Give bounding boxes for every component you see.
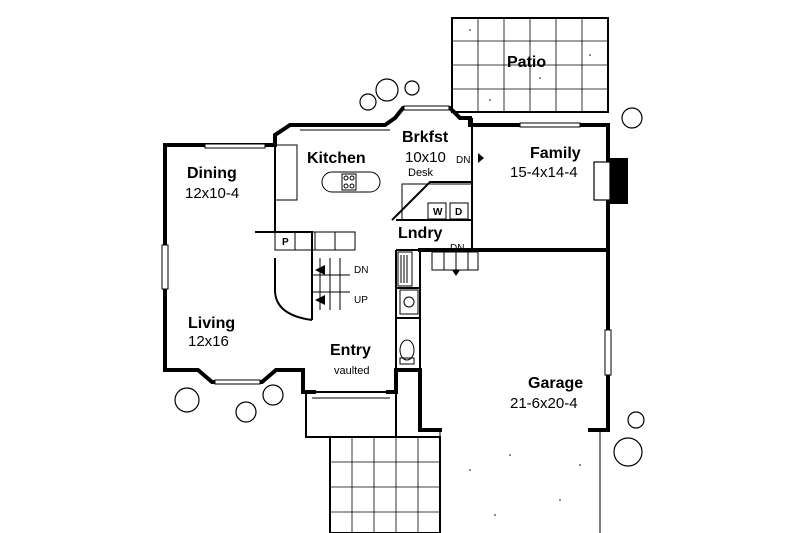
toilet-icon <box>399 339 415 365</box>
dn-stairs-label: DN <box>354 265 368 276</box>
living-label: Living <box>188 315 235 332</box>
dn-brkfst-label: DN <box>456 155 470 166</box>
staircase <box>274 153 484 321</box>
desk-label: Desk <box>408 167 434 179</box>
family-label: Family <box>530 145 581 162</box>
tree-icon <box>174 78 645 467</box>
driveway <box>439 430 601 533</box>
garage-dims: 21-6x20-4 <box>510 395 578 412</box>
garage-label: Garage <box>528 375 583 392</box>
annotations: Desk DN DN DN UP P W D <box>282 155 470 306</box>
dn-laundry-label: DN <box>450 243 464 254</box>
family-dims: 15-4x14-4 <box>510 164 578 181</box>
brkfst-label: Brkfst <box>402 129 449 146</box>
patio-paving <box>451 17 609 113</box>
room-labels: Patio Brkfst 10x10 Family 15-4x14-4 Kitc… <box>185 54 583 412</box>
stair-arrow-icon <box>315 265 325 275</box>
windows <box>161 105 612 385</box>
sink-icon <box>399 289 419 315</box>
dining-dims: 12x10-4 <box>185 185 239 202</box>
pantry-label: P <box>282 237 289 248</box>
dryer-label: D <box>455 207 462 218</box>
entry-label: Entry <box>330 342 371 359</box>
lndry-label: Lndry <box>398 225 443 242</box>
up-stairs-label: UP <box>354 295 368 306</box>
laundry-fixtures <box>397 202 469 365</box>
living-dims: 12x16 <box>188 333 229 350</box>
patio-label: Patio <box>507 54 546 71</box>
interior-walls <box>255 118 473 370</box>
exterior-walls <box>163 106 628 432</box>
kitchen-label: Kitchen <box>307 150 366 167</box>
dining-label: Dining <box>187 165 237 182</box>
washer-label: W <box>433 207 443 218</box>
entry-note: vaulted <box>334 365 369 377</box>
brkfst-dims: 10x10 <box>405 149 446 166</box>
kitchen-island <box>321 171 381 193</box>
